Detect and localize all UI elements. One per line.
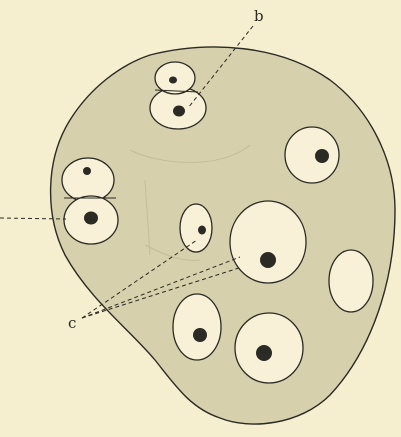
label-b: b (254, 7, 264, 25)
label-c: c (68, 314, 76, 332)
cell-single-right-upper (285, 127, 339, 183)
nucleus (169, 77, 177, 84)
nucleus (198, 226, 206, 235)
nucleus (193, 328, 207, 342)
nucleus (315, 149, 329, 163)
nucleus (83, 167, 91, 175)
nucleus (256, 345, 272, 361)
cell-single-right-middle (329, 250, 373, 312)
nucleus (84, 212, 98, 225)
cell-single-lower-right (235, 313, 303, 383)
cell-single-small-center (180, 204, 212, 252)
cell-single-large-center (230, 201, 306, 283)
cell-single-lower-left (173, 294, 221, 360)
nucleus (173, 106, 185, 117)
cell-a-upper (62, 158, 114, 202)
nucleus (260, 252, 276, 268)
